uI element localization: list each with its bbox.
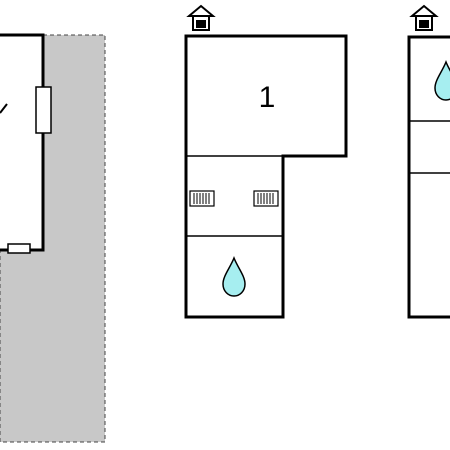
water-drop-icon [434,59,450,101]
right-floor-section [407,4,450,319]
middle-floor-section: 1 [184,4,348,319]
radiator-icon [253,190,279,207]
room-number-label: 1 [259,81,276,114]
door-icon [7,243,31,254]
wall-stub [0,103,8,114]
left-floor-section [0,33,106,443]
floor-outline [184,34,348,319]
house-icon [409,4,439,31]
water-drop-icon [222,255,246,297]
floor-outline [407,35,450,319]
radiator-icon [189,190,215,207]
room-walls-left [0,33,45,252]
window-icon [35,86,52,134]
house-icon [186,4,216,31]
